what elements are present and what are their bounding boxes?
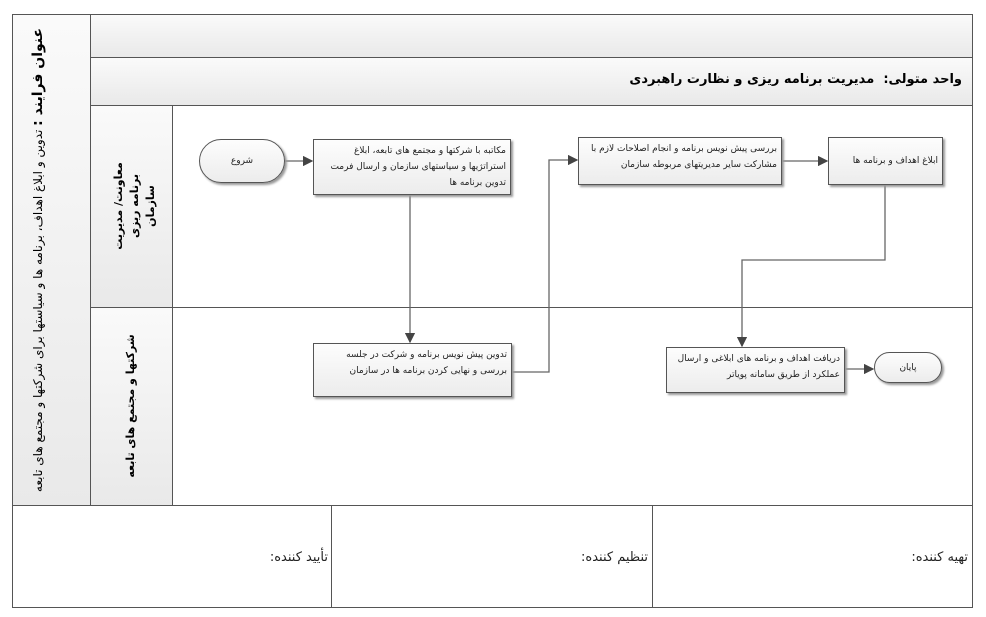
owner-value: مدیریت برنامه ریزی و نظارت راهبردی xyxy=(629,72,875,87)
approved-label: تأیید کننده: xyxy=(269,550,328,565)
prepared-label: تهیه کننده: xyxy=(911,550,968,565)
signature-regulated xyxy=(331,505,653,608)
process-title-column xyxy=(12,14,91,506)
lane-label-1 xyxy=(90,105,173,308)
process-box-announce: ابلاغ اهداف و برنامه ها xyxy=(828,137,943,185)
signature-prepared xyxy=(652,505,973,608)
lane-2 xyxy=(172,307,973,506)
header-row xyxy=(90,14,973,58)
owner-label: واحد متولی: xyxy=(883,72,962,87)
end-terminal: پایان xyxy=(874,352,942,383)
process-box-correspondence: مکاتبه با شرکتها و مجتمع های تابعه، ابلا… xyxy=(313,139,511,195)
arrow-box4-box2 xyxy=(512,154,579,373)
start-terminal: شروع xyxy=(199,139,285,183)
process-box-receive: دریافت اهداف و برنامه های ابلاغی و ارسال… xyxy=(666,347,845,393)
regulated-label: تنظیم کننده: xyxy=(581,550,648,565)
signature-approved xyxy=(12,505,332,608)
arrow-box3-box5 xyxy=(736,185,886,348)
process-box-review: بررسی پیش نویس برنامه و انجام اصلاحات لا… xyxy=(578,137,782,185)
process-box-draft: تدوین پیش نویس برنامه و شرکت در جلسه برر… xyxy=(313,343,512,397)
